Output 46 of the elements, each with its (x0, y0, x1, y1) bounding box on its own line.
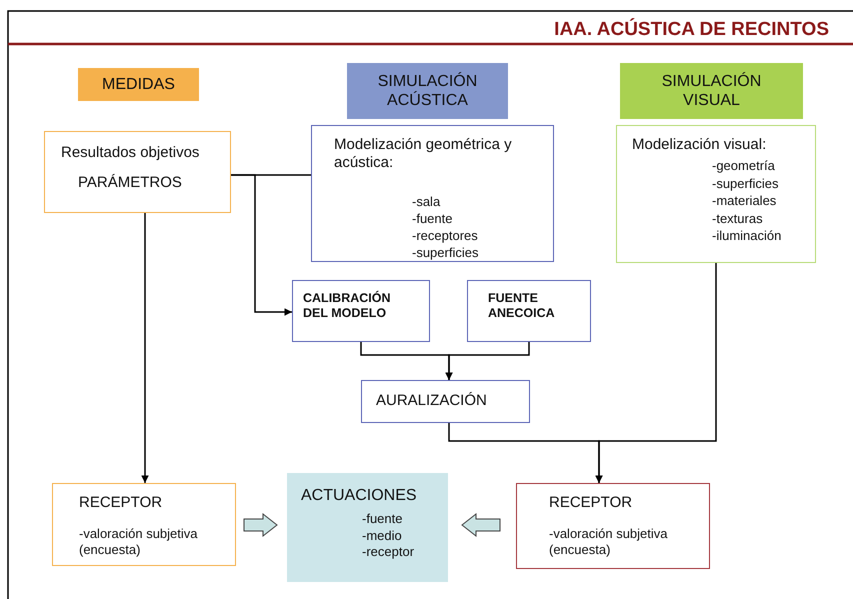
connector (595, 263, 717, 483)
process-box (52, 483, 236, 566)
process-box (44, 131, 231, 213)
list-item: -geometría (712, 158, 775, 174)
list-item: -superficies (412, 245, 478, 261)
list-item: -medio (362, 528, 402, 544)
node-label: ACTUACIONES (301, 486, 417, 506)
block-arrow (461, 512, 500, 538)
connector (445, 342, 530, 380)
list-item: -valoración subjetiva (encuesta) (79, 526, 199, 558)
node-label: AURALIZACIÓN (376, 392, 487, 410)
page-title: IAA. ACÚSTICA DE RECINTOS (554, 19, 829, 42)
process-box (361, 380, 530, 423)
process-box (292, 280, 430, 342)
list-item: -sala (412, 194, 440, 210)
node-label: MEDIDAS (101, 74, 176, 95)
list-item: -receptor (362, 544, 414, 560)
node-label: RECEPTOR (79, 494, 162, 512)
heading-box (620, 63, 803, 119)
node-label: FUENTE ANECOICA (488, 291, 556, 321)
node-label: RECEPTOR (549, 494, 632, 512)
list-item: -fuente (412, 211, 452, 227)
connector (231, 174, 292, 316)
node-label: SIMULACIÓN VISUAL (660, 71, 762, 111)
node-label: SIMULACIÓN ACÚSTICA (376, 71, 478, 111)
heading-box (287, 473, 448, 582)
node-label: Resultados objetivos (61, 144, 200, 162)
list-item: -materiales (712, 193, 776, 209)
list-item: -receptores (412, 228, 478, 244)
process-box (616, 125, 816, 263)
process-box (467, 280, 591, 342)
connector (141, 213, 149, 483)
node-label: Modelización geométrica y acústica: (334, 136, 513, 172)
list-item: -fuente (362, 511, 402, 527)
node-label: Modelización visual: (632, 136, 766, 154)
process-box (311, 125, 554, 262)
node-label: CALIBRACIÓN DEL MODELO (303, 291, 392, 321)
list-item: -valoración subjetiva (encuesta) (549, 526, 669, 558)
list-item: -texturas (712, 210, 763, 226)
heading-box (78, 68, 199, 101)
heading-box (347, 63, 508, 119)
list-item: -superficies (712, 176, 778, 192)
block-arrow (244, 512, 278, 538)
list-item: PARÁMETROS (78, 174, 182, 192)
list-item: -iluminación (712, 228, 782, 244)
process-box (516, 483, 710, 569)
